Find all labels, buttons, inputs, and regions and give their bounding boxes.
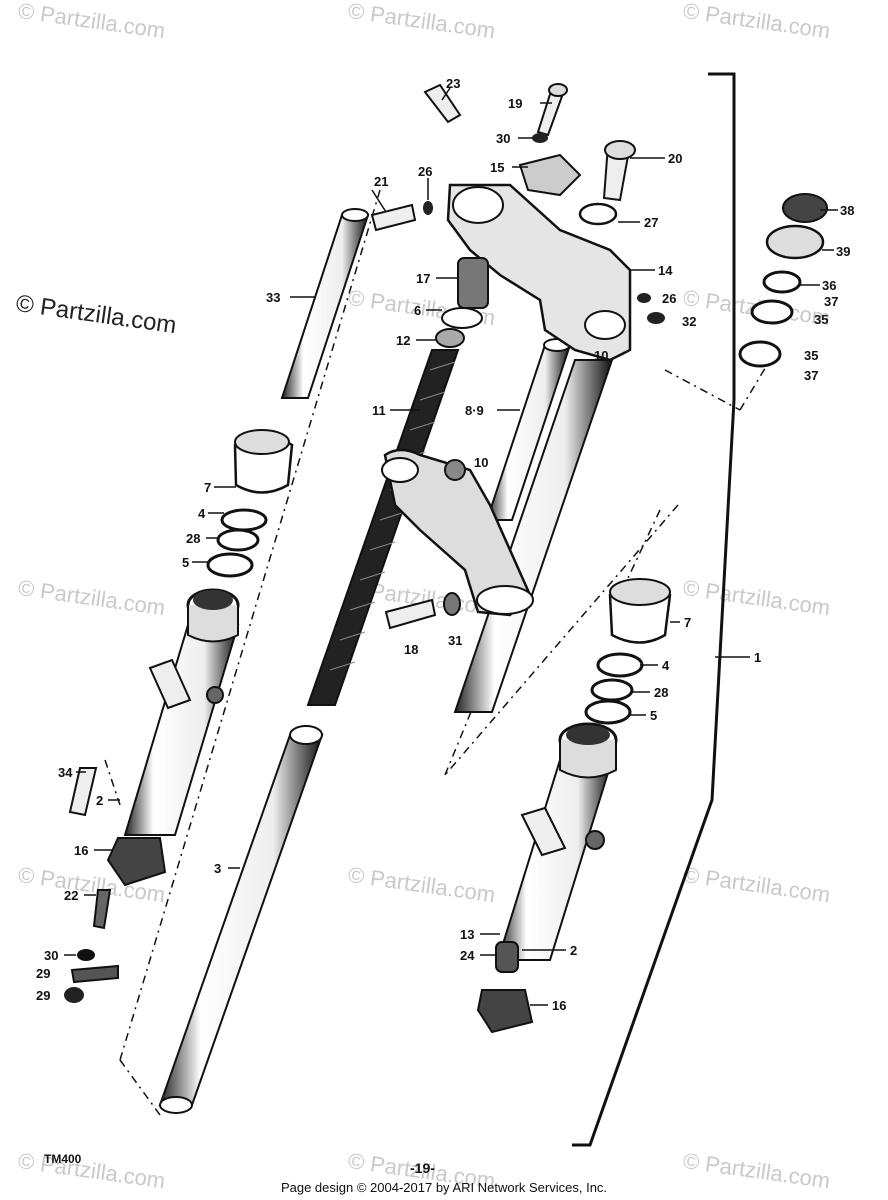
part-label-18: 18 <box>404 642 418 657</box>
part-label-31: 31 <box>448 633 462 648</box>
part-label-10: 10 <box>474 455 488 470</box>
part-label-16: 16 <box>74 843 88 858</box>
part-label-13: 13 <box>460 927 474 942</box>
guide-lines <box>104 189 771 1116</box>
part-label-29: 29 <box>36 966 50 981</box>
page-number: -19- <box>410 1160 435 1176</box>
part-label-8-9: 8·9 <box>465 403 484 418</box>
part-label-6: 6 <box>414 303 421 318</box>
part-label-26: 26 <box>662 291 676 306</box>
part-label-3: 3 <box>214 861 221 876</box>
steering-bearings <box>738 193 828 368</box>
part-label-5: 5 <box>182 555 189 570</box>
part-label-34: 34 <box>58 765 73 780</box>
part-label-17: 17 <box>416 271 430 286</box>
tube-33 <box>280 208 370 399</box>
left-outer-tube <box>106 588 240 887</box>
part-label-37: 37 <box>804 368 818 383</box>
part-label-20: 20 <box>668 151 682 166</box>
diagram-code: TM400 <box>44 1152 82 1166</box>
part-label-26: 26 <box>418 164 432 179</box>
lower-bracket-10 <box>381 448 534 617</box>
right-seals <box>584 578 672 725</box>
inner-tube-3 <box>158 725 324 1114</box>
part-label-14: 14 <box>658 263 673 278</box>
part-label-30: 30 <box>44 948 58 963</box>
part-label-33: 33 <box>266 290 280 305</box>
part-label-30: 30 <box>496 131 510 146</box>
part-label-7: 7 <box>204 480 211 495</box>
nut-stack <box>435 257 489 348</box>
bolt-20 <box>578 140 636 226</box>
part-label-1: 1 <box>754 650 761 665</box>
part-label-19: 19 <box>508 96 522 111</box>
small-hardware <box>64 293 665 1003</box>
part-label-11: 11 <box>372 403 386 418</box>
part-label-2: 2 <box>570 943 577 958</box>
part-label-36: 36 <box>822 278 836 293</box>
assembly-bracket <box>572 72 736 1147</box>
left-seals <box>206 429 294 578</box>
part-label-23: 23 <box>446 76 460 91</box>
part-label-4: 4 <box>662 658 670 673</box>
part-label-37: 37 <box>824 294 838 309</box>
part-label-35: 35 <box>804 348 818 363</box>
part-label-22: 22 <box>64 888 78 903</box>
copyright-footer: Page design © 2004-2017 by ARI Network S… <box>280 1180 608 1195</box>
part-label-2: 2 <box>96 793 103 808</box>
part-label-35: 35 <box>814 312 828 327</box>
part-label-28: 28 <box>186 531 200 546</box>
part-label-27: 27 <box>644 215 658 230</box>
part-label-29: 29 <box>36 988 50 1003</box>
part-label-24: 24 <box>460 948 475 963</box>
part-label-15: 15 <box>490 160 504 175</box>
right-outer-tube <box>476 722 618 1034</box>
part-label-32: 32 <box>682 314 696 329</box>
part-label-12: 12 <box>396 333 410 348</box>
small-bolts <box>370 83 568 232</box>
part-label-7: 7 <box>684 615 691 630</box>
part-label-28: 28 <box>654 685 668 700</box>
part-label-16: 16 <box>552 998 566 1013</box>
part-label-4: 4 <box>198 506 206 521</box>
part-label-21: 21 <box>374 174 388 189</box>
part-label-10: 10 <box>594 348 608 363</box>
leader-lines <box>64 87 838 1006</box>
part-label-38: 38 <box>840 203 854 218</box>
upper-bracket-14 <box>446 153 632 362</box>
part-label-5: 5 <box>650 708 657 723</box>
part-label-39: 39 <box>836 244 850 259</box>
